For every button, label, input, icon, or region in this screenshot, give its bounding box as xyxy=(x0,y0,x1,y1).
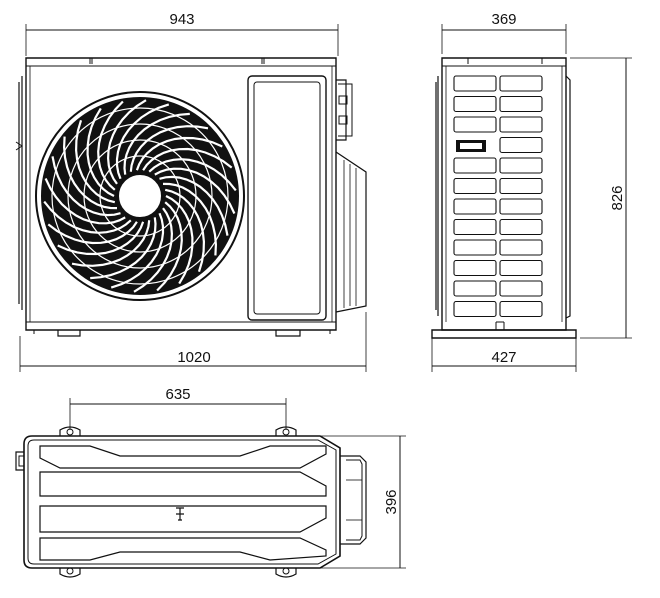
dimension-label-1020: 1020 xyxy=(177,349,210,366)
dimension-label-635: 635 xyxy=(165,386,190,403)
side-cabinet xyxy=(431,57,577,339)
dimension-plan-depth: 396 xyxy=(300,435,406,569)
front-cabinet xyxy=(15,57,367,337)
plan-body xyxy=(15,426,367,578)
dimension-side-bottom: 427 xyxy=(431,338,577,372)
dimension-front-bottom: 1020 xyxy=(19,312,367,372)
dimension-front-top: 943 xyxy=(25,11,339,56)
fan-grille xyxy=(35,91,245,301)
dimension-side-top: 369 xyxy=(441,11,567,54)
dimension-label-396: 396 xyxy=(383,489,400,514)
dimension-label-826: 826 xyxy=(609,185,626,210)
dimension-label-943: 943 xyxy=(169,11,194,28)
dimension-plan-mount-spacing: 635 xyxy=(69,386,287,430)
dimension-label-427: 427 xyxy=(491,349,516,366)
front-view: 943 xyxy=(15,11,367,372)
dimension-label-369: 369 xyxy=(491,11,516,28)
side-view: 369 826 427 xyxy=(431,11,632,372)
plan-view: 635 xyxy=(15,386,406,578)
dimension-side-height: 826 xyxy=(570,57,632,339)
